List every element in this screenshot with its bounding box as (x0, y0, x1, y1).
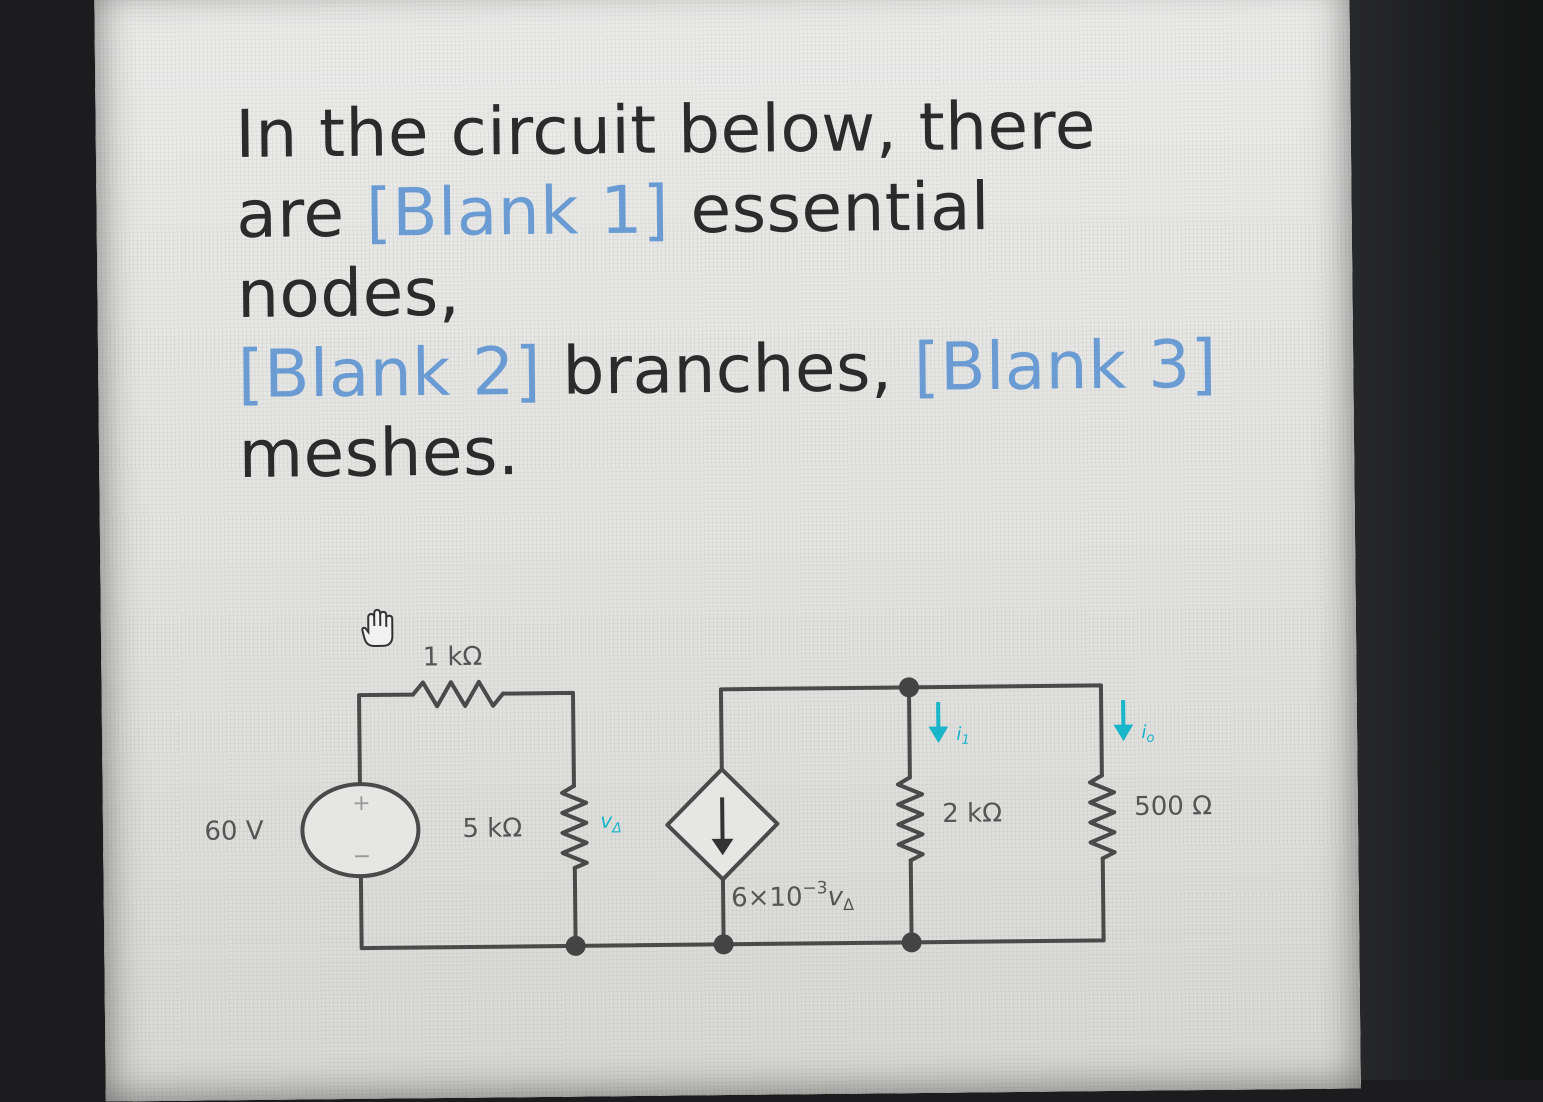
question-part-4: nodes, (237, 254, 461, 333)
label-io: io (1141, 722, 1154, 746)
question-part-5: branches, (562, 329, 893, 409)
blank-2[interactable]: [Blank 2] (238, 333, 542, 413)
question-part-1: In the circuit below, there (235, 87, 1096, 173)
wire-bottom-rail (576, 935, 1104, 946)
wire-left-top (359, 695, 414, 784)
wire-2k-top (909, 687, 910, 777)
circuit-diagram: 60 V + − 1 kΩ 5 kΩ vΔ 6×10−3vΔ 2 kΩ 500 … (180, 588, 1284, 969)
wire-2k-bottom (911, 860, 912, 942)
current-arrow-i1-icon (929, 702, 947, 742)
node-top-2k (899, 677, 919, 697)
resistor-2k-zigzag (898, 777, 923, 860)
label-60v: 60 V (204, 816, 264, 847)
wire-5k-down (575, 868, 576, 946)
wire-source-down (361, 871, 576, 948)
label-source-plus: + (352, 791, 371, 816)
resistor-1k-zigzag (413, 682, 503, 707)
resistor-500-zigzag (1090, 775, 1115, 858)
monitor-bezel (1330, 0, 1543, 1080)
label-v-delta: vΔ (600, 808, 622, 836)
question-text: In the circuit below, there are [Blank 1… (235, 85, 1199, 495)
current-arrow-io-icon (1114, 700, 1132, 740)
label-1k: 1 kΩ (422, 642, 482, 673)
label-5k: 5 kΩ (462, 813, 522, 844)
question-part-2: are (236, 175, 345, 253)
question-part-3: essential (690, 168, 990, 248)
blank-3[interactable]: [Blank 3] (913, 326, 1217, 406)
wire-dep-top (721, 687, 910, 779)
hand-cursor-icon (362, 610, 392, 646)
wire-500-bottom (1103, 858, 1104, 940)
wire-top-right-1k (503, 693, 574, 787)
resistor-5k-zigzag (562, 786, 587, 868)
label-dep-source: 6×10−3vΔ (731, 878, 854, 915)
label-500: 500 Ω (1134, 791, 1212, 822)
label-i1: i1 (956, 724, 970, 748)
node-bottom-5k (566, 936, 586, 956)
blank-1[interactable]: [Blank 1] (366, 171, 670, 251)
label-source-minus: − (353, 844, 372, 869)
question-part-6: meshes. (238, 413, 519, 493)
label-2k: 2 kΩ (942, 798, 1002, 829)
node-bottom-dep (714, 934, 734, 954)
node-bottom-2k (902, 932, 922, 952)
